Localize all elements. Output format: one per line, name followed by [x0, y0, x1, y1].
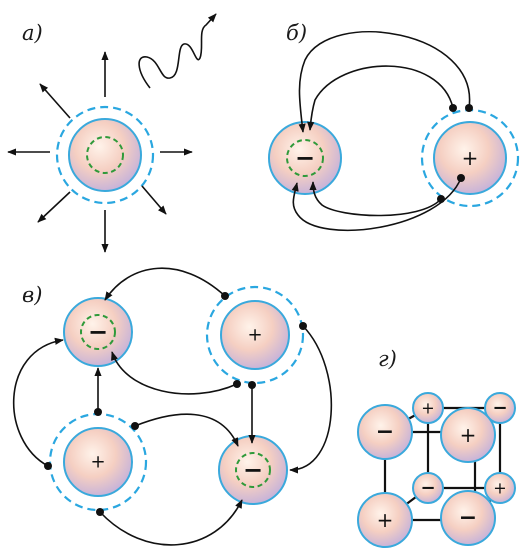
panel-b-electron-paths	[291, 31, 473, 232]
lattice-anion-back	[484, 392, 516, 424]
path-topright-to-bottomright-outer	[289, 325, 333, 474]
panel-v-electron-paths	[12, 267, 333, 546]
electron-dot	[233, 380, 241, 388]
lattice-anion-back	[412, 472, 444, 504]
electron-dot	[221, 292, 229, 300]
arrow-down-left	[37, 191, 71, 223]
lattice-plus-sign: +	[421, 399, 434, 418]
path-topright-to-topleft	[104, 267, 226, 301]
electron-dot	[299, 322, 307, 330]
lattice-minus-sign: −	[420, 478, 435, 499]
photon-wave-arrow	[138, 13, 217, 89]
panel-v-label: в)	[22, 283, 42, 307]
electron-dot	[465, 104, 473, 112]
panel-v-minus-sign: −	[88, 318, 108, 346]
panel-v-cation-bottom-left	[63, 427, 133, 497]
lattice-minus-sign: −	[492, 398, 507, 419]
lattice-plus-sign: +	[460, 423, 477, 447]
panel-v-minus-sign: −	[243, 456, 263, 484]
electron-dot	[449, 104, 457, 112]
panel-a-inner-shell	[86, 136, 124, 174]
panel-v-anion-top-left	[63, 297, 133, 367]
path-bottomleft-to-bottomright	[134, 413, 239, 447]
panel-v-plus-sign: +	[247, 325, 262, 346]
panel-v-anion-bottom-right-shell	[235, 452, 271, 488]
panel-b-minus-sign: −	[295, 144, 315, 172]
lattice-anion-front	[440, 490, 496, 546]
arrow-down-right	[141, 185, 167, 215]
panel-b-anion	[268, 121, 342, 195]
lattice-plus-sign: +	[377, 508, 394, 532]
panel-g-label: г)	[378, 347, 397, 371]
lattice-minus-sign: −	[459, 506, 477, 531]
lattice-cation-front	[440, 407, 496, 463]
path-bottomleft-to-topleft-outer	[12, 337, 64, 467]
panel-a: а)	[7, 13, 217, 253]
electron-dot	[248, 381, 256, 389]
path-bottom-inner	[309, 181, 442, 217]
electron-dot	[96, 508, 104, 516]
panel-a-outer-shell	[55, 105, 155, 205]
path-bottomleft-to-bottomright-lower	[99, 499, 243, 546]
panel-b-label: б)	[286, 21, 307, 45]
panel-v-anion-top-left-shell	[80, 314, 116, 350]
electron-dot	[131, 422, 139, 430]
lattice-cation-back	[484, 472, 516, 504]
panel-g: г) + − − + − + + −	[357, 347, 516, 548]
panel-b-anion-shell	[286, 139, 324, 177]
panel-a-radiation-arrows	[7, 13, 217, 253]
path-bottom-outer	[291, 177, 462, 232]
lattice-minus-sign: −	[376, 420, 394, 445]
lattice-anion-front	[357, 404, 413, 460]
panel-v-cation-top-right	[220, 300, 290, 370]
arrow-up-left	[39, 83, 71, 119]
lattice-plus-sign: +	[493, 479, 506, 498]
panel-v: в) − + + −	[12, 267, 333, 546]
panel-a-atom	[68, 118, 142, 192]
electron-dot	[457, 174, 465, 182]
path-top-inner	[307, 65, 454, 131]
electron-dot	[44, 462, 52, 470]
panel-v-cation-top-right-shell	[205, 285, 305, 385]
panel-b-cation	[433, 121, 507, 195]
lattice-cation-front	[357, 492, 413, 548]
electron-dot	[437, 195, 445, 203]
panel-v-plus-sign: +	[90, 452, 105, 473]
path-topright-to-topleft-lower	[111, 351, 238, 395]
panel-b-plus-sign: +	[462, 146, 479, 170]
panel-b: б) − +	[268, 21, 520, 232]
panel-a-label: а)	[22, 21, 43, 45]
path-top-outer	[298, 31, 471, 133]
electron-dot	[94, 408, 102, 416]
lattice-cation-back	[412, 392, 444, 424]
